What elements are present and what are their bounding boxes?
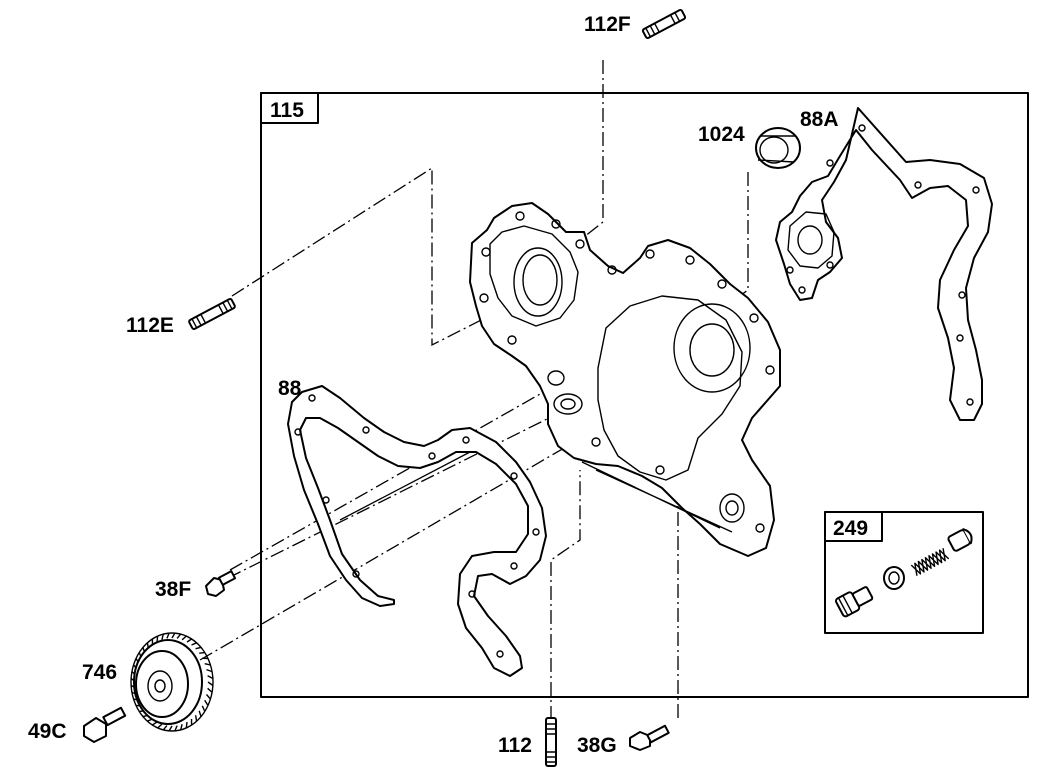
crankshaft-seal — [755, 127, 801, 169]
callout-38g: 38G — [577, 734, 617, 757]
timing-cover — [469, 202, 781, 557]
bolt-49c — [83, 706, 127, 743]
stud-112f — [641, 8, 687, 40]
assembly-label: 115 — [270, 99, 304, 122]
assembly-frame — [260, 92, 1029, 698]
stud-112 — [545, 717, 557, 767]
callout-112f: 112F — [584, 13, 631, 36]
valve-kit-parts — [835, 528, 973, 618]
callout-88: 88 — [278, 377, 302, 400]
gasket-88 — [287, 385, 547, 677]
bolt-38g — [629, 724, 670, 751]
valve-kit-label: 249 — [833, 517, 868, 540]
callout-112: 112 — [498, 734, 532, 757]
callout-49c: 49C — [28, 720, 67, 743]
assembly-label-box — [260, 92, 319, 124]
valve-kit-frame — [824, 511, 984, 634]
bolt-38f — [205, 570, 237, 597]
valve-kit-label-box — [824, 511, 883, 542]
callout-88a: 88A — [800, 108, 839, 131]
stud-112e — [188, 298, 236, 330]
timing-gear — [130, 632, 214, 732]
gear-outline — [130, 632, 214, 732]
callout-112e: 112E — [126, 314, 174, 337]
callout-38f: 38F — [155, 578, 191, 601]
gasket-88a — [775, 107, 993, 421]
callout-1024: 1024 — [698, 123, 745, 146]
leader-lines — [199, 60, 749, 720]
callout-746: 746 — [82, 661, 117, 684]
